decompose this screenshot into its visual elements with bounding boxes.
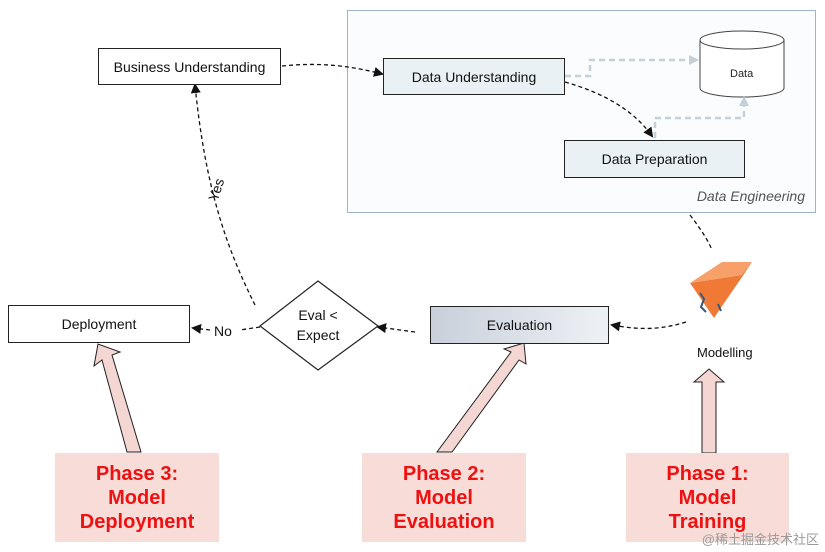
watermark: @稀土掘金技术社区 (701, 532, 819, 547)
edge-decision-to-deployment-head (191, 323, 211, 334)
evaluation-box[interactable]: Evaluation (430, 306, 609, 344)
edge-label-no: No (214, 323, 232, 339)
database-icon (699, 30, 785, 98)
deployment-label: Deployment (61, 316, 137, 332)
phase3-line1: Phase 3: (95, 462, 179, 485)
phase2-box: Phase 2: Model Evaluation (362, 453, 526, 542)
phase3-line2: Model (108, 486, 166, 509)
edge-decision-to-business (190, 83, 256, 306)
data-understanding-label: Data Understanding (411, 68, 537, 85)
database-label: Data (730, 68, 754, 80)
deployment-box[interactable]: Deployment (8, 305, 190, 343)
phase1-arrow (692, 368, 726, 454)
edge-preparation-to-modelling (689, 214, 713, 251)
decision-line2: Expect (296, 327, 340, 343)
edge-data-understanding-to-data (565, 55, 699, 78)
data-understanding-box[interactable]: Data Understanding (383, 58, 565, 95)
data-preparation-label: Data Preparation (601, 151, 708, 167)
phase1-line1: Phase 1: (666, 462, 749, 485)
modelling-label: Modelling (697, 345, 753, 360)
edge-business-to-data-understanding (281, 63, 384, 77)
decision-line1: Eval < (298, 307, 338, 323)
phase1-box: Phase 1: Model Training (626, 453, 789, 542)
phase2-line1: Phase 2: (402, 462, 486, 485)
edge-modelling-to-evaluation (610, 321, 687, 332)
edge-decision-to-deployment (239, 326, 261, 331)
edge-data-understanding-to-preparation (564, 81, 654, 138)
decision-label: Eval < Expect (278, 305, 358, 345)
phase1-line2: Model (678, 486, 737, 509)
edge-evaluation-to-decision (376, 323, 416, 334)
phase3-line3: Deployment (79, 510, 195, 533)
evaluation-label: Evaluation (486, 317, 553, 333)
business-understanding-label: Business Understanding (113, 58, 266, 75)
edge-data-preparation-to-data (653, 96, 749, 138)
phase2-line3: Evaluation (393, 510, 495, 533)
business-understanding-box[interactable]: Business Understanding (98, 48, 281, 85)
phase3-box: Phase 3: Model Deployment (55, 453, 219, 542)
decision-diamond (259, 280, 380, 371)
phase2-arrow (436, 342, 527, 453)
data-engineering-label: Data Engineering (696, 188, 805, 204)
phase1-line3: Training (668, 510, 747, 533)
phase3-arrow (93, 343, 142, 453)
modelling-cube-icon (690, 262, 752, 318)
data-preparation-box[interactable]: Data Preparation (564, 140, 745, 178)
phase2-line2: Model (415, 486, 473, 509)
